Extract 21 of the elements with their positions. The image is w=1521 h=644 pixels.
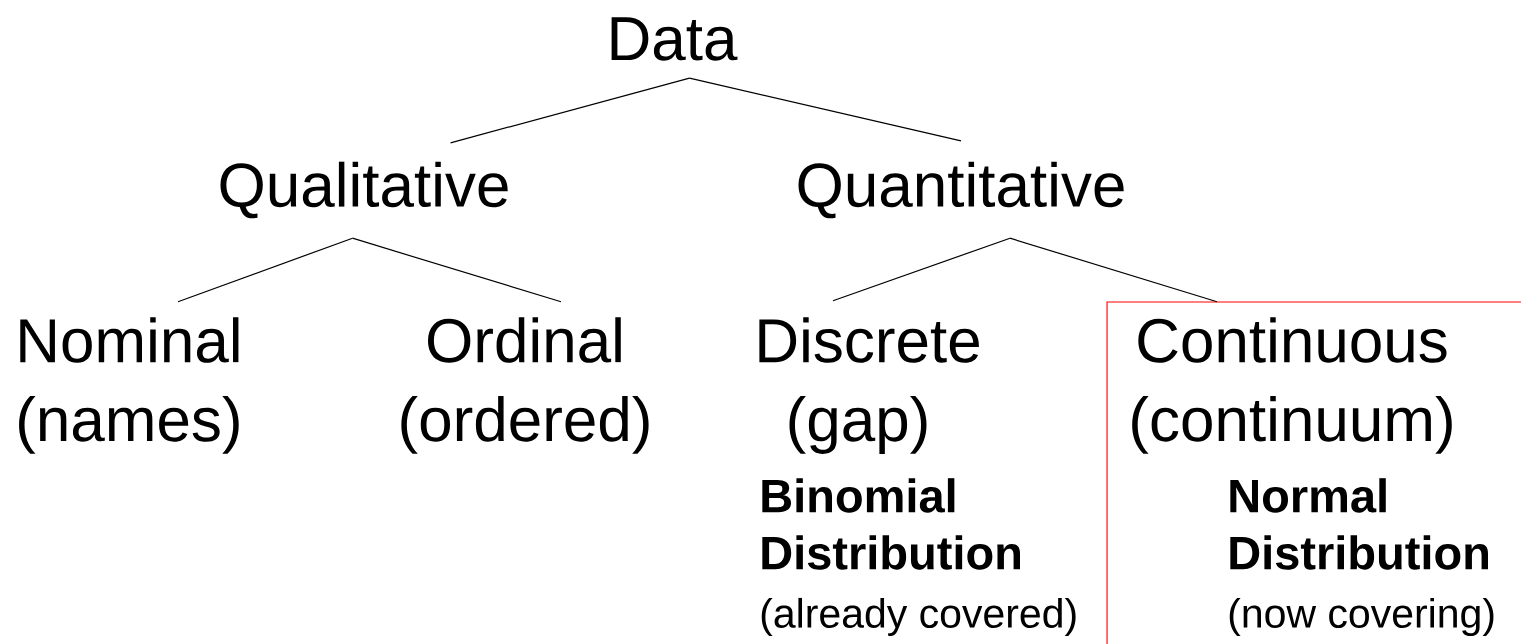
description-label: (names) [19,396,239,454]
category-label: Quantitative [798,161,1124,219]
category-label: Nominal [20,317,239,363]
connector-line [449,77,691,144]
connector-line [351,237,562,303]
description-label: (ordered) [401,396,649,454]
connector-line [177,237,354,303]
category-label: Data [611,17,738,61]
distribution-name: Normal Distribution [1230,478,1488,570]
coverage-note: (now covering) [1229,597,1494,637]
coverage-note: (already covered) [761,597,1076,637]
distribution-name: Binomial Distribution [762,478,1020,570]
description-label: (continuum) [1132,396,1452,454]
category-label: Discrete [759,317,979,363]
connector-line [688,77,962,142]
connector-line [1009,237,1218,303]
category-label: Continuous [1138,317,1447,363]
description-label: (gap) [789,396,927,454]
category-label: Ordinal [428,317,621,363]
connector-line [832,237,1011,302]
category-label: Qualitative [220,161,508,219]
